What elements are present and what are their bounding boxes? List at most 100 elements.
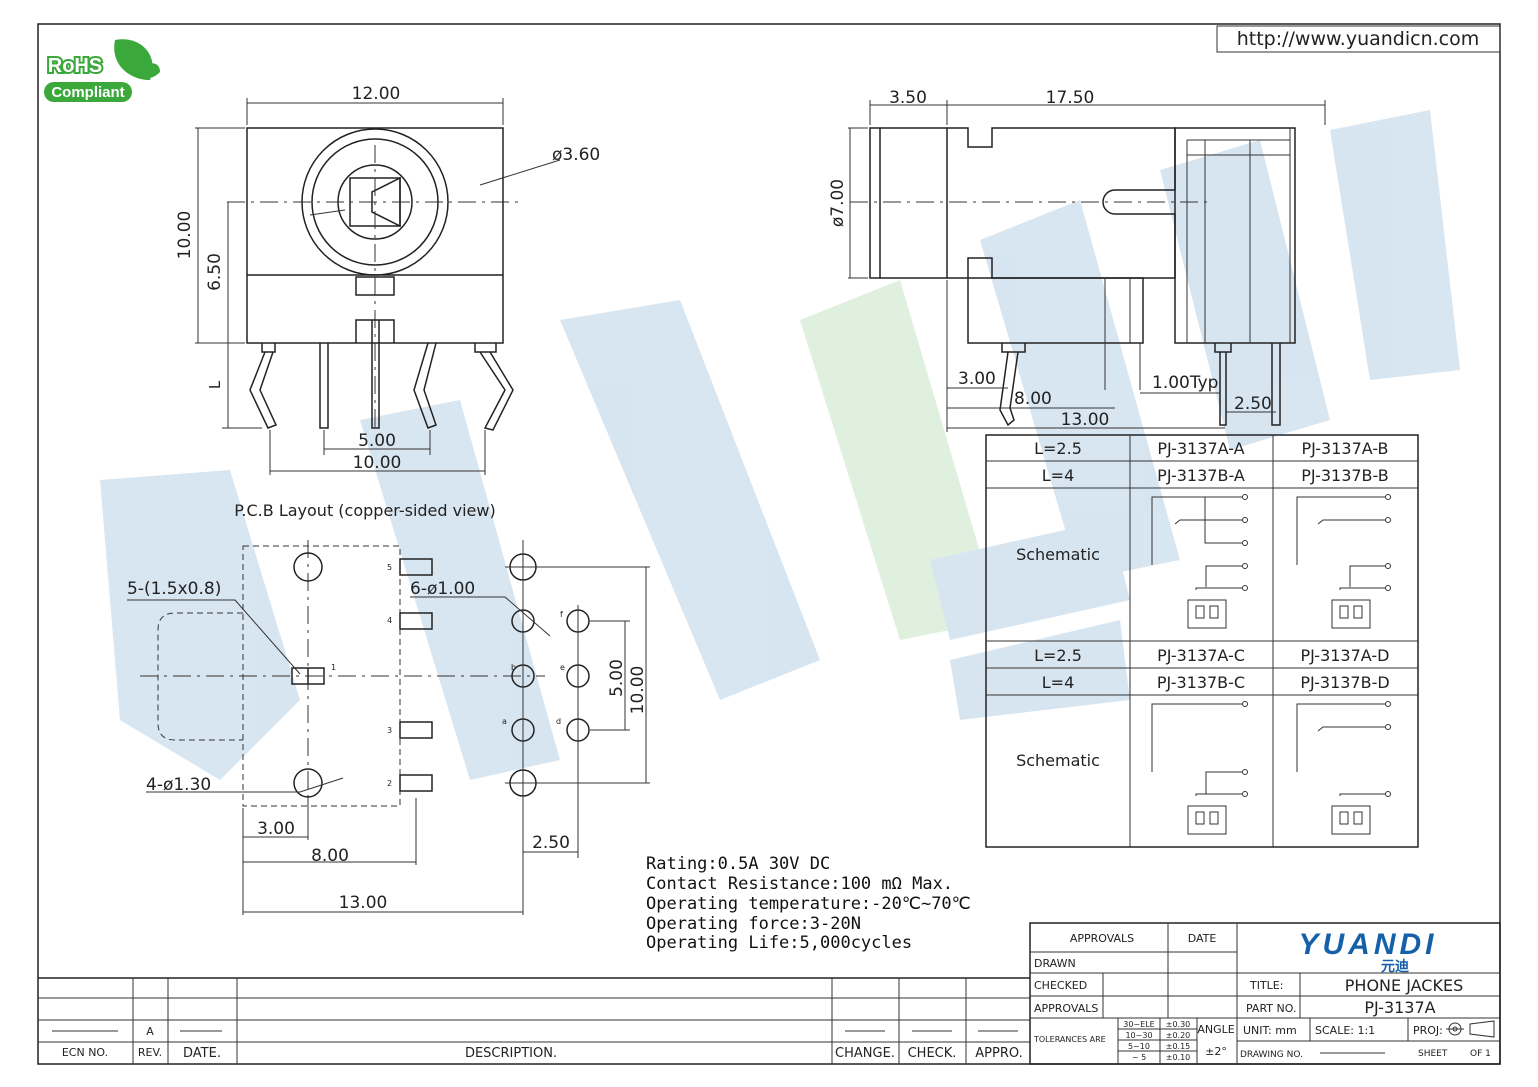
rohs-compliant-text: Compliant (51, 84, 124, 101)
dim-side-3-5: 3.50 (889, 88, 927, 108)
tb-tolerances: TOLERANCES ARE (1033, 1035, 1106, 1044)
tb-tol-value-4: ±0.10 (1166, 1053, 1191, 1062)
pcb-pin-4: 4 (387, 616, 392, 625)
tb-logo-cn: 元迪 (1381, 958, 1409, 975)
pcb-hole-small: 6-ø1.00 (410, 579, 475, 599)
model-pj-3137a-b: PJ-3137A-B (1301, 439, 1388, 458)
model-table: L=2.5 PJ-3137A-A PJ-3137A-B L=4 PJ-3137B… (985, 434, 1419, 848)
tb-title-label: TITLE: (1249, 979, 1283, 992)
model-pj-3137a-c: PJ-3137A-C (1157, 646, 1245, 665)
rohs-logo: RoHS Compliant (44, 39, 160, 102)
side-view: 3.50 17.50 ø7.00 3.00 8.00 13.00 1.00Typ… (828, 88, 1326, 432)
pcb-pad-note: 5-(1.5x0.8) (127, 579, 221, 599)
spec-force: Operating force:3-20N (646, 914, 861, 934)
spec-life: Operating Life:5,000cycles (646, 933, 912, 953)
model-l-2-5-c: L=2.5 (1034, 646, 1082, 665)
dim-pitch-5: 5.00 (358, 431, 396, 451)
specifications: Rating:0.5A 30V DC Contact Resistance:10… (646, 854, 971, 953)
pcb-hole-d: d (556, 717, 561, 726)
pcb-layout: P.C.B Layout (copper-sided view) 1 5 4 3… (127, 501, 650, 915)
tb-drawing-no: DRAWING NO. (1240, 1050, 1303, 1060)
model-pj-3137b-b: PJ-3137B-B (1301, 466, 1388, 485)
drawing-frame (37, 23, 1501, 1065)
model-l-4-c: L=4 (1042, 673, 1075, 692)
dim-front-diameter: ø3.60 (552, 145, 600, 165)
pcb-hole-b: b (511, 663, 516, 672)
schematic-label-1: Schematic (1016, 545, 1100, 564)
schematic-d (1296, 701, 1391, 835)
tb-tol-range-1: 30~ELE (1123, 1020, 1154, 1029)
header-ecn: ECN NO. (62, 1046, 108, 1059)
model-l-4-a: L=4 (1042, 466, 1075, 485)
dim-side-17-5: 17.50 (1046, 88, 1095, 108)
tb-part-value: PJ-3137A (1364, 998, 1435, 1017)
pcb-pin-3: 3 (387, 726, 392, 735)
model-pj-3137a-d: PJ-3137A-D (1301, 646, 1390, 665)
dim-pitch-10: 10.00 (353, 453, 402, 473)
tb-of: OF 1 (1470, 1049, 1491, 1059)
model-pj-3137b-d: PJ-3137B-D (1300, 673, 1389, 692)
tb-logo: YUANDI (1298, 928, 1437, 961)
tb-approvals: APPROVALS (1034, 1002, 1098, 1015)
rohs-text: RoHS (48, 55, 102, 77)
pcb-dim-8: 8.00 (311, 846, 349, 866)
pcb-pin-2: 2 (387, 779, 392, 788)
rev-mark: A (146, 1025, 154, 1038)
tb-approvals-header: APPROVALS (1070, 932, 1134, 945)
header-check: CHECK. (908, 1046, 957, 1061)
tb-sheet: SHEET (1418, 1049, 1448, 1059)
header-appro: APPRO. (975, 1046, 1022, 1061)
pcb-dim-3: 3.00 (257, 819, 295, 839)
tb-proj: PROJ: (1413, 1024, 1443, 1037)
dim-side-8: 8.00 (1014, 389, 1052, 409)
dim-front-center: 6.50 (205, 253, 225, 291)
pcb-dim-13: 13.00 (339, 893, 388, 913)
dim-side-3: 3.00 (958, 369, 996, 389)
header-rev: REV. (138, 1046, 162, 1059)
tb-tol-range-2: 10~30 (1125, 1031, 1152, 1040)
tb-angle: ANGLE (1197, 1023, 1234, 1036)
pcb-dim-10: 10.00 (628, 666, 648, 715)
revision-block: A ECN NO. REV. DATE. DESCRIPTION. CHANGE… (38, 977, 1030, 1064)
pcb-hole-e: e (560, 663, 565, 672)
schematic-a (1151, 494, 1248, 629)
tb-checked: CHECKED (1034, 979, 1087, 992)
pcb-hole-large: 4-ø1.30 (146, 775, 211, 795)
pcb-pin-1: 1 (331, 663, 336, 672)
tb-tol-value-1: ±0.30 (1166, 1020, 1191, 1029)
title-block: APPROVALS DATE DRAWN CHECKED APPROVALS T… (1029, 922, 1501, 1065)
pcb-title: P.C.B Layout (copper-sided view) (234, 501, 495, 520)
tb-unit: UNIT: mm (1243, 1024, 1297, 1037)
tb-tol-range-4: ~ 5 (1132, 1053, 1146, 1062)
tb-tol-value-2: ±0.20 (1166, 1031, 1191, 1040)
tb-drawn: DRAWN (1034, 957, 1076, 970)
pcb-dim-5: 5.00 (607, 659, 627, 697)
pcb-hole-f: f (560, 610, 563, 619)
tb-date-header: DATE (1188, 932, 1217, 945)
dim-side-2-5: 2.50 (1234, 394, 1272, 414)
url-text: http://www.yuandicn.com (1237, 28, 1480, 50)
model-pj-3137b-c: PJ-3137B-C (1157, 673, 1245, 692)
pcb-pin-5: 5 (387, 563, 392, 572)
projection-symbol-icon (1446, 1020, 1495, 1038)
dim-front-width: 12.00 (352, 84, 401, 104)
tb-title-value: PHONE JACKES (1345, 976, 1463, 995)
tb-scale: SCALE: 1:1 (1315, 1024, 1375, 1037)
tb-angle-value: ±2° (1205, 1045, 1227, 1058)
tb-tol-value-3: ±0.15 (1166, 1042, 1191, 1051)
spec-rating: Rating:0.5A 30V DC (646, 854, 830, 874)
spec-contact-resistance: Contact Resistance:100 mΩ Max. (646, 874, 953, 894)
model-l-2-5-a: L=2.5 (1034, 439, 1082, 458)
tb-part-label: PART NO. (1246, 1002, 1296, 1015)
header-date: DATE. (183, 1046, 221, 1061)
model-pj-3137b-a: PJ-3137B-A (1157, 466, 1245, 485)
dim-side-1typ: 1.00Typ (1152, 373, 1218, 393)
model-pj-3137a-a: PJ-3137A-A (1157, 439, 1244, 458)
header-description: DESCRIPTION. (465, 1046, 557, 1061)
dim-side-diameter: ø7.00 (828, 179, 848, 227)
pcb-hole-a: a (502, 717, 507, 726)
tb-tol-range-3: 5~10 (1128, 1042, 1150, 1051)
dim-lead-length: L (206, 380, 224, 389)
url-box (1216, 25, 1501, 53)
